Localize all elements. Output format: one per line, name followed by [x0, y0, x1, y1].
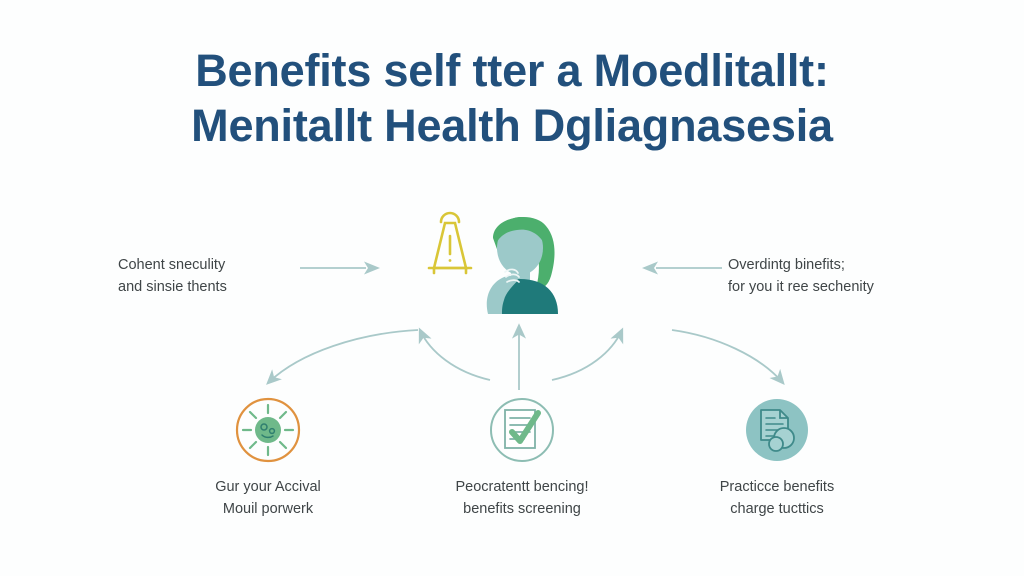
document-chat-icon [746, 399, 808, 461]
node-center[interactable]: Peocratentt bencing! benefits screening [392, 396, 652, 521]
center-visual-group [418, 200, 598, 320]
node-center-label: Peocratentt bencing! benefits screening [392, 476, 652, 521]
callout-left-line-2: and sinsie thents [118, 279, 227, 296]
node-center-line-2: benefits screening [463, 501, 581, 518]
node-center-line-1: Peocratentt bencing! [455, 479, 589, 495]
curve-arrow-center-to-right [671, 329, 785, 386]
callout-left: Cohent sneculity and sinsie thents [118, 254, 293, 299]
node-right-line-2: charge tucttics [730, 501, 824, 518]
title-line-1: Benefits self tter a Moedlitallt: [195, 45, 829, 96]
warning-bell-icon [427, 211, 473, 275]
callout-right-line-2: for you it ree sechenity [728, 279, 874, 296]
node-right-label: Practicce benefits charge tucttics [647, 476, 907, 521]
thinking-person-icon [486, 216, 558, 314]
curve-arrow-left-to-center [418, 327, 491, 381]
node-left-line-2: Mouil porwerk [222, 501, 314, 518]
callout-left-line-1: Cohent sneculity [118, 257, 226, 273]
curve-arrow-center-to-left [266, 329, 419, 385]
node-right[interactable]: Practicce benefits charge tucttics [647, 396, 907, 521]
checklist-check-icon [490, 398, 554, 462]
page-title: Benefits self tter a Moedlitallt: Menita… [0, 44, 1024, 154]
callout-right: Overdintg binefits; for you it ree seche… [728, 254, 928, 299]
callout-right-line-1: Overdintg binefits; [728, 257, 845, 273]
node-right-line-1: Practicce benefits [719, 479, 835, 495]
sun-virus-icon [235, 397, 301, 463]
node-left-label: Gur your Accival Mouil porwerk [138, 476, 398, 521]
title-line-2: Menitallt Health Dgliagnasesia [191, 99, 833, 151]
arrow-right-to-center-icon [642, 261, 722, 275]
node-left-line-1: Gur your Accival [215, 479, 321, 495]
curve-arrow-right-to-center [551, 327, 624, 381]
node-left[interactable]: Gur your Accival Mouil porwerk [138, 396, 398, 521]
arrow-left-to-center-icon [300, 261, 380, 275]
